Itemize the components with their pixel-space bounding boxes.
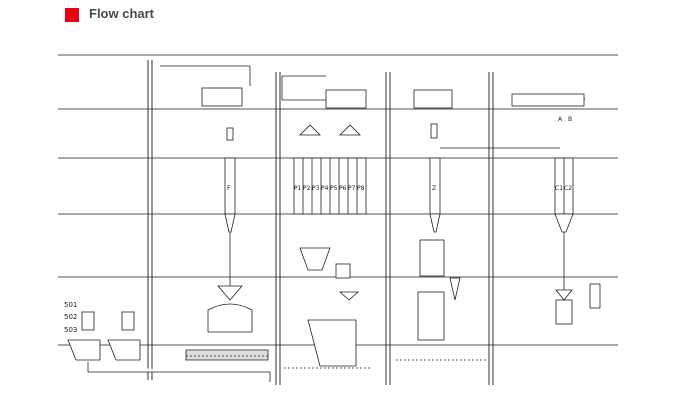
header-accent-square	[65, 8, 79, 22]
silo-f-label: F	[227, 185, 231, 192]
marker-a-label: A	[558, 116, 563, 123]
header: Flow chart	[0, 0, 687, 34]
silo-c1-label: C1	[555, 185, 563, 192]
silo-c-group	[511, 93, 601, 325]
bin-p2-label: P2	[303, 185, 311, 192]
elevator-columns	[147, 60, 494, 385]
silo-z-label: Z	[432, 185, 436, 192]
bin-p1-label: P1	[294, 185, 302, 192]
bin-p5-label: P5	[330, 185, 338, 192]
marker-b-label: B	[568, 116, 572, 123]
bin-p6-label: P6	[339, 185, 347, 192]
callout-502: 502	[64, 313, 77, 321]
silo-f-group	[160, 65, 269, 361]
bin-p4-label: P4	[321, 185, 329, 192]
intake-callouts: 501 502 503	[64, 301, 77, 334]
silo-c2-label: C2	[564, 185, 572, 192]
intake-units	[67, 311, 271, 382]
bin-p-labels: P1 P2 P3 P4 P5 P6 P7 P8	[294, 185, 365, 192]
callout-503: 503	[64, 326, 77, 334]
bin-p8-label: P8	[357, 185, 365, 192]
callout-501: 501	[64, 301, 77, 309]
bin-p7-label: P7	[348, 185, 356, 192]
silo-c-labels: C1 C2 A B	[555, 116, 572, 192]
page-title: Flow chart	[89, 6, 155, 21]
silo-z-group	[396, 89, 560, 361]
bin-p3-label: P3	[312, 185, 320, 192]
bins-p-group	[281, 75, 372, 369]
